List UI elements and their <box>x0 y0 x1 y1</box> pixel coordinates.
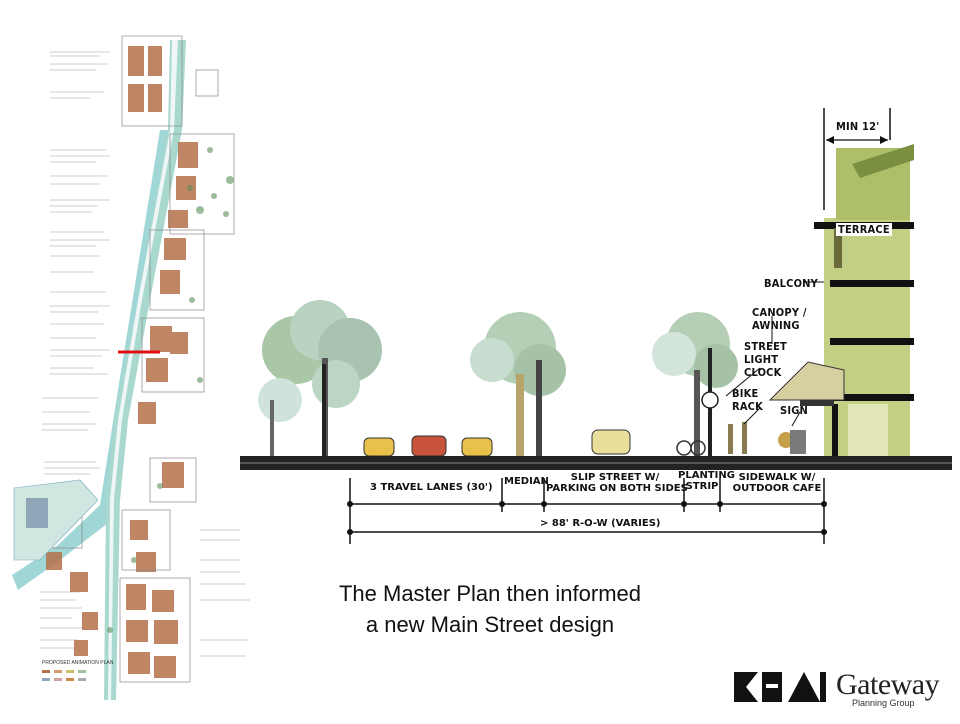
balcony-label: BALCONY <box>764 277 819 290</box>
street-section-illustration: MIN 12' TERRACE BALCONY CANOPY / AWNING … <box>240 100 952 578</box>
travel-lanes-label: 3 TRAVEL LANES (30') <box>370 482 493 493</box>
street-trees <box>258 300 738 464</box>
slip-street-label: SLIP STREET W/ PARKING ON BOTH SIDES <box>546 472 688 494</box>
street-section-svg <box>240 100 952 578</box>
caption-line-1: The Master Plan then informed <box>338 581 642 606</box>
planting-strip-label: PLANTING STRIP <box>678 470 735 492</box>
canopy-label: CANOPY / AWNING <box>752 306 807 332</box>
gateway-subtitle: Planning Group <box>852 698 915 708</box>
terrace-label: TERRACE <box>836 223 892 236</box>
bike-rack-label: BIKE RACK <box>732 387 764 413</box>
street-light-clock-label: STREET LIGHT CLOCK <box>744 340 787 379</box>
gateway-brand: Gateway <box>836 668 940 701</box>
building-facade <box>768 144 914 464</box>
logos-area: Gateway Planning Group <box>732 664 952 712</box>
master-plan-image: PROPOSED ANIMATION PLAN <box>0 0 264 720</box>
caption-line-2: a new Main Street design <box>365 612 615 637</box>
plan-legend-title: PROPOSED ANIMATION PLAN <box>42 660 114 666</box>
row-label: > 88' R-O-W (VARIES) <box>540 518 661 529</box>
kha-logo-icon <box>732 670 828 704</box>
min-width-label: MIN 12' <box>836 120 880 133</box>
slide-caption: The Master Plan then informed a new Main… <box>300 578 680 640</box>
sign-label: SIGN <box>780 404 809 417</box>
median-label: MEDIAN <box>504 476 549 487</box>
sidewalk-label: SIDEWALK W/ OUTDOOR CAFE <box>732 472 822 494</box>
